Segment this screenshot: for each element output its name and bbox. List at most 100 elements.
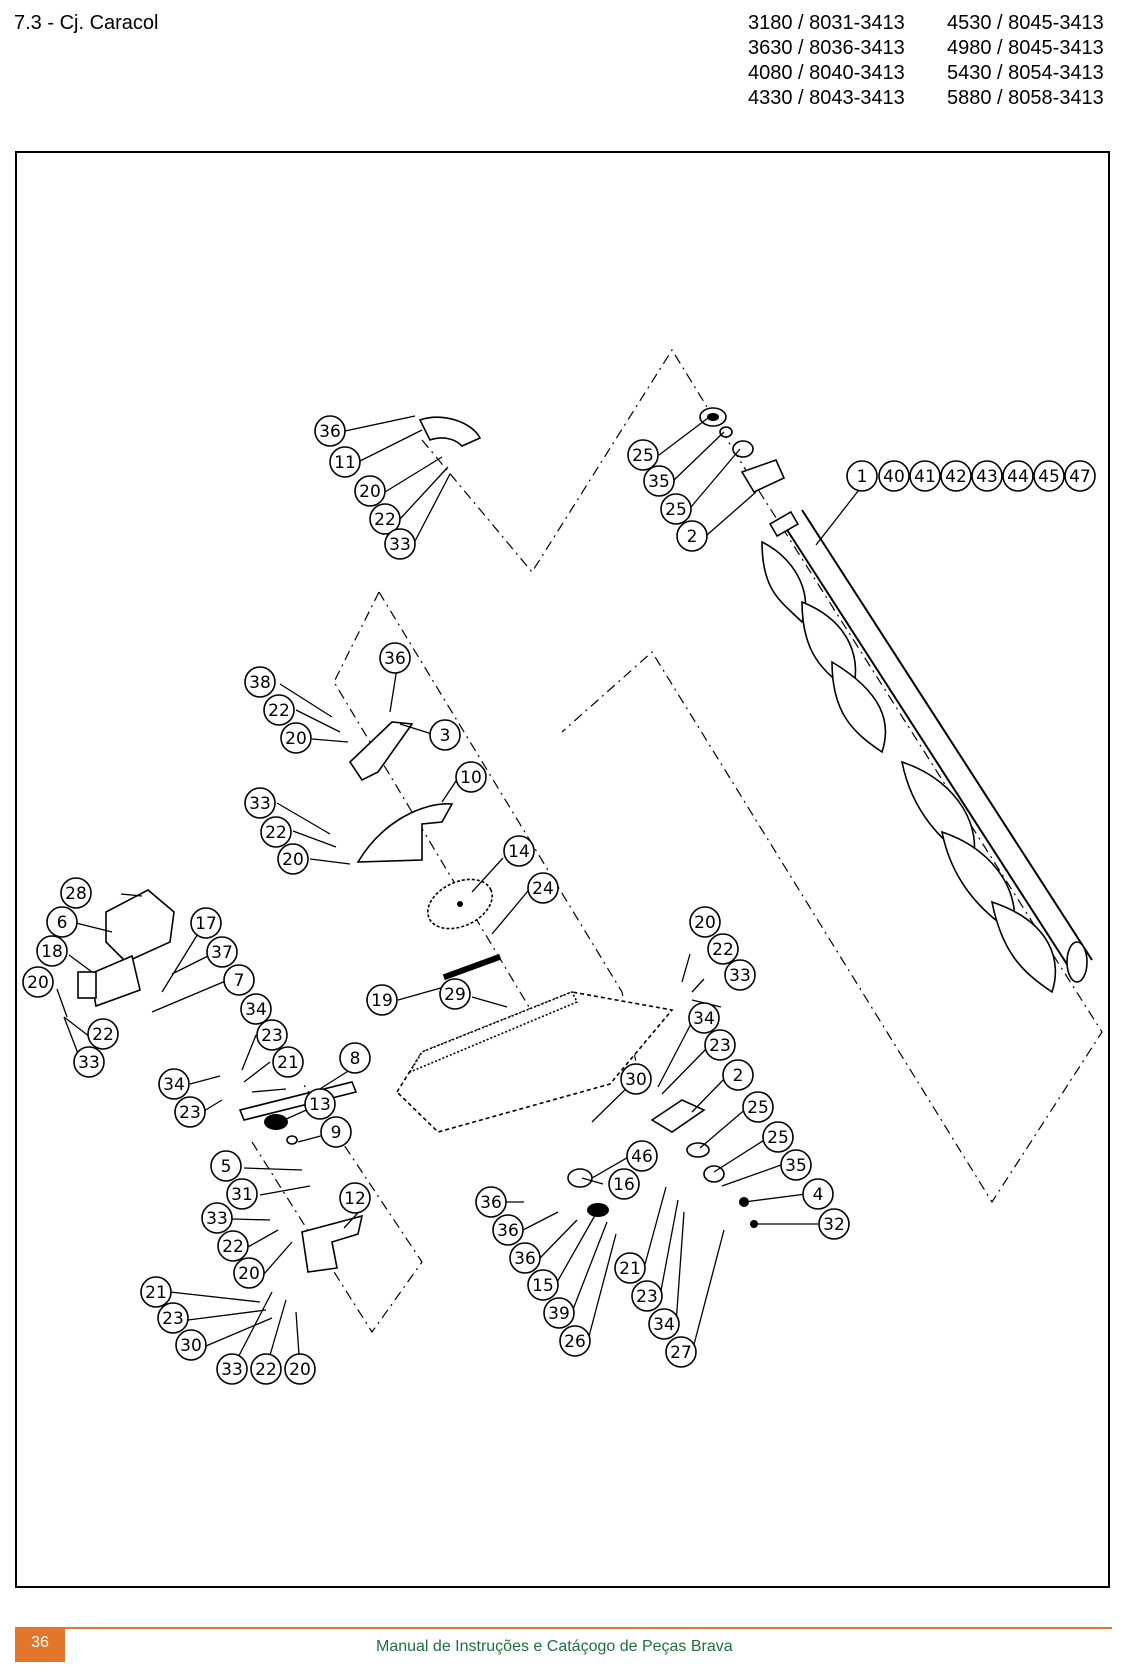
bracket-part-12	[301, 1214, 364, 1273]
svg-text:36: 36	[319, 422, 341, 442]
svg-text:25: 25	[665, 500, 687, 520]
callout-4: 4	[802, 1178, 834, 1210]
projection-line-left-column	[333, 591, 563, 1063]
svg-text:32: 32	[823, 1215, 845, 1235]
callout-2: 2	[722, 1059, 754, 1091]
model-list-right: 4530 / 8045-3413 4980 / 8045-3413 5430 /…	[947, 11, 1104, 111]
callout-21: 21	[614, 1252, 646, 1284]
callout-34: 34	[240, 993, 272, 1025]
callout-43: 43	[971, 460, 1003, 492]
svg-text:25: 25	[767, 1128, 789, 1148]
svg-text:42: 42	[945, 467, 967, 487]
callout-22: 22	[369, 503, 401, 535]
curved-guard-part-10	[356, 803, 454, 863]
svg-text:35: 35	[648, 472, 670, 492]
callout-35: 35	[643, 465, 675, 497]
callout-20: 20	[689, 906, 721, 938]
callout-39: 39	[543, 1297, 575, 1329]
svg-text:1: 1	[857, 467, 868, 487]
svg-text:46: 46	[631, 1147, 653, 1167]
callout-20: 20	[354, 475, 386, 507]
svg-text:20: 20	[285, 729, 307, 749]
svg-text:20: 20	[359, 482, 381, 502]
callout-34: 34	[648, 1308, 680, 1340]
svg-text:37: 37	[211, 943, 233, 963]
projection-line-left-column-2	[378, 591, 643, 1093]
svg-text:23: 23	[179, 1103, 201, 1123]
svg-text:20: 20	[238, 1264, 260, 1284]
callout-2: 2	[676, 520, 708, 552]
callout-29: 29	[439, 978, 471, 1010]
guard-part-3	[348, 721, 414, 782]
callout-23: 23	[256, 1019, 288, 1051]
svg-text:34: 34	[245, 1000, 267, 1020]
callout-9: 9	[320, 1116, 352, 1148]
callout-21: 21	[272, 1046, 304, 1078]
cover-part-11	[418, 416, 482, 447]
callout-5: 5	[210, 1150, 242, 1182]
svg-text:22: 22	[255, 1360, 277, 1380]
svg-text:26: 26	[564, 1332, 586, 1352]
svg-text:9: 9	[331, 1123, 342, 1143]
svg-text:33: 33	[729, 966, 751, 986]
callout-33: 33	[73, 1046, 105, 1078]
model-code: 5430 / 8054-3413	[947, 62, 1104, 84]
svg-text:35: 35	[785, 1156, 807, 1176]
svg-text:23: 23	[162, 1309, 184, 1329]
svg-text:2: 2	[733, 1066, 744, 1086]
svg-text:34: 34	[693, 1009, 715, 1029]
callout-37: 37	[206, 936, 238, 968]
callout-42: 42	[940, 460, 972, 492]
callout-18: 18	[36, 935, 68, 967]
projection-line-auger	[561, 471, 1103, 1204]
svg-text:36: 36	[480, 1193, 502, 1213]
motor-box-part	[77, 889, 175, 1008]
callout-34: 34	[158, 1068, 190, 1100]
model-code: 4530 / 8045-3413	[947, 12, 1104, 34]
svg-text:33: 33	[249, 794, 271, 814]
page-number: 36	[15, 1629, 65, 1662]
callout-20: 20	[22, 966, 54, 998]
svg-text:25: 25	[632, 446, 654, 466]
callout-26: 26	[559, 1325, 591, 1357]
callout-33: 33	[244, 787, 276, 819]
svg-text:33: 33	[389, 535, 411, 555]
leader-lines	[56, 415, 863, 1370]
model-code: 4980 / 8045-3413	[947, 37, 1104, 59]
callout-40: 40	[878, 460, 910, 492]
svg-text:39: 39	[548, 1304, 570, 1324]
callout-28: 28	[60, 877, 92, 909]
svg-text:7: 7	[234, 971, 245, 991]
callout-32: 32	[818, 1208, 850, 1240]
svg-text:33: 33	[206, 1209, 228, 1229]
svg-text:44: 44	[1007, 467, 1029, 487]
model-code: 4330 / 8043-3413	[748, 87, 905, 109]
svg-text:22: 22	[712, 940, 734, 960]
callout-17: 17	[190, 907, 222, 939]
model-code: 5880 / 8058-3413	[947, 87, 1104, 109]
bearing-set-top	[699, 407, 786, 494]
callout-13: 13	[304, 1088, 336, 1120]
callout-15: 15	[527, 1269, 559, 1301]
callout-25: 25	[627, 439, 659, 471]
auger-part	[761, 509, 1093, 994]
svg-text:38: 38	[249, 673, 271, 693]
exploded-view-drawing: 36 11 20 22 33 25 35 25 2 1 40 41 42 43 …	[22, 348, 1103, 1385]
callout-33: 33	[201, 1202, 233, 1234]
svg-text:4: 4	[813, 1185, 824, 1205]
svg-text:22: 22	[268, 701, 290, 721]
svg-text:22: 22	[374, 510, 396, 530]
svg-text:27: 27	[670, 1343, 692, 1363]
svg-text:22: 22	[92, 1025, 114, 1045]
svg-text:21: 21	[145, 1283, 167, 1303]
callout-30: 30	[620, 1063, 652, 1095]
callout-23: 23	[704, 1029, 736, 1061]
callout-33: 33	[216, 1353, 248, 1385]
svg-text:30: 30	[625, 1070, 647, 1090]
svg-text:8: 8	[350, 1049, 361, 1069]
svg-text:34: 34	[163, 1075, 185, 1095]
svg-text:30: 30	[180, 1336, 202, 1356]
callout-23: 23	[631, 1280, 663, 1312]
callout-22: 22	[260, 816, 292, 848]
callout-31: 31	[226, 1178, 258, 1210]
